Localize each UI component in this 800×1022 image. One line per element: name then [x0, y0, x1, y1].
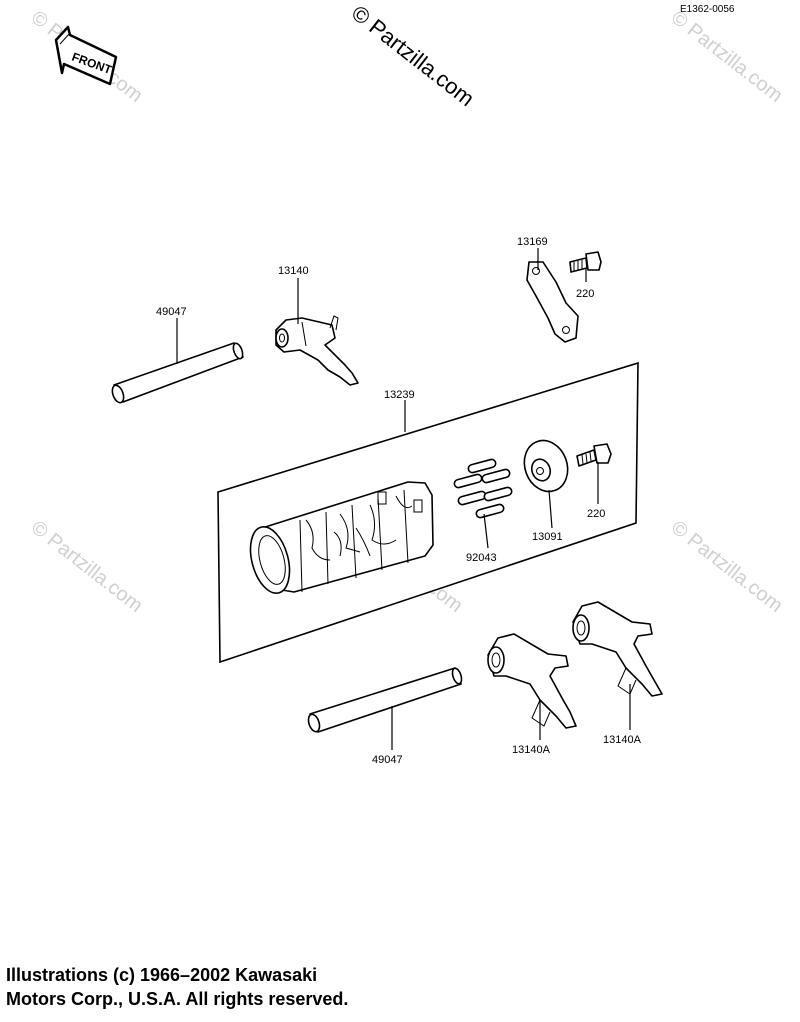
label-cam: 13091	[532, 531, 563, 543]
diagram-code: E1362-0056	[680, 4, 735, 15]
lower-right-fork	[572, 601, 663, 697]
shift-drum	[249, 481, 434, 594]
right-bolt	[576, 443, 612, 467]
lower-shaft	[307, 667, 463, 733]
label-pins: 92043	[466, 552, 497, 564]
label-drum-assembly: 13239	[384, 389, 415, 401]
plate-13169	[526, 261, 579, 343]
label-right-bolt: 220	[587, 508, 605, 520]
front-arrow: FRONT	[54, 25, 118, 86]
label-lower-right-fork: 13140A	[603, 734, 642, 746]
upper-shaft	[111, 342, 244, 404]
leader-lines	[176, 248, 631, 750]
front-arrow-icon	[54, 25, 118, 86]
label-upper-fork: 13140	[278, 265, 309, 277]
lower-left-fork	[487, 633, 577, 729]
label-plate: 13169	[517, 236, 548, 248]
watermark-faint: © Partzilla.com	[667, 517, 787, 617]
upper-bolt	[569, 251, 602, 273]
watermark-faint: © Partzilla.com	[667, 7, 787, 107]
copyright-line-2: Motors Corp., U.S.A. All rights reserved…	[6, 989, 349, 1009]
watermark-faint: © Partzilla.com	[27, 517, 147, 617]
upper-fork	[275, 315, 359, 386]
copyright-line-1: Illustrations (c) 1966–2002 Kawasaki	[6, 965, 318, 985]
label-upper-shaft: 49047	[156, 306, 187, 318]
label-lower-left-fork: 13140A	[512, 744, 551, 756]
label-upper-bolt: 220	[576, 288, 594, 300]
pins	[453, 458, 513, 519]
cam-plate	[523, 439, 569, 493]
watermark-main: © Partzilla.com	[347, 0, 479, 111]
label-lower-shaft: 49047	[372, 754, 403, 766]
